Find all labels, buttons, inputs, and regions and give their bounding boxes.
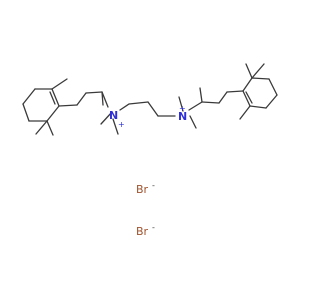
n1-atom-label: N bbox=[109, 109, 118, 122]
bromide-ion-1: Br bbox=[136, 183, 149, 196]
left-ring-substituents bbox=[35, 78, 68, 136]
structure-diagram: N + N + Br - Br - bbox=[22, 63, 278, 238]
n2-charge: + bbox=[179, 104, 186, 113]
molecule-drawing: N + N + Br - Br - bbox=[22, 63, 278, 238]
bromide-ion-2: Br bbox=[136, 225, 149, 238]
left-ring bbox=[22, 88, 60, 122]
bromide-ion-1-charge: - bbox=[152, 181, 155, 190]
n1-charge: + bbox=[118, 120, 125, 129]
central-chain bbox=[119, 101, 176, 117]
n2-atom-label: N bbox=[178, 110, 187, 123]
n1-methyl-bonds bbox=[100, 111, 119, 135]
right-ring bbox=[242, 77, 278, 109]
right-chain bbox=[199, 87, 244, 104]
bromide-ion-2-charge: - bbox=[152, 223, 155, 232]
left-chain bbox=[58, 91, 109, 108]
n2-substituent-bonds bbox=[178, 96, 203, 129]
right-ring-substituents bbox=[239, 63, 265, 120]
